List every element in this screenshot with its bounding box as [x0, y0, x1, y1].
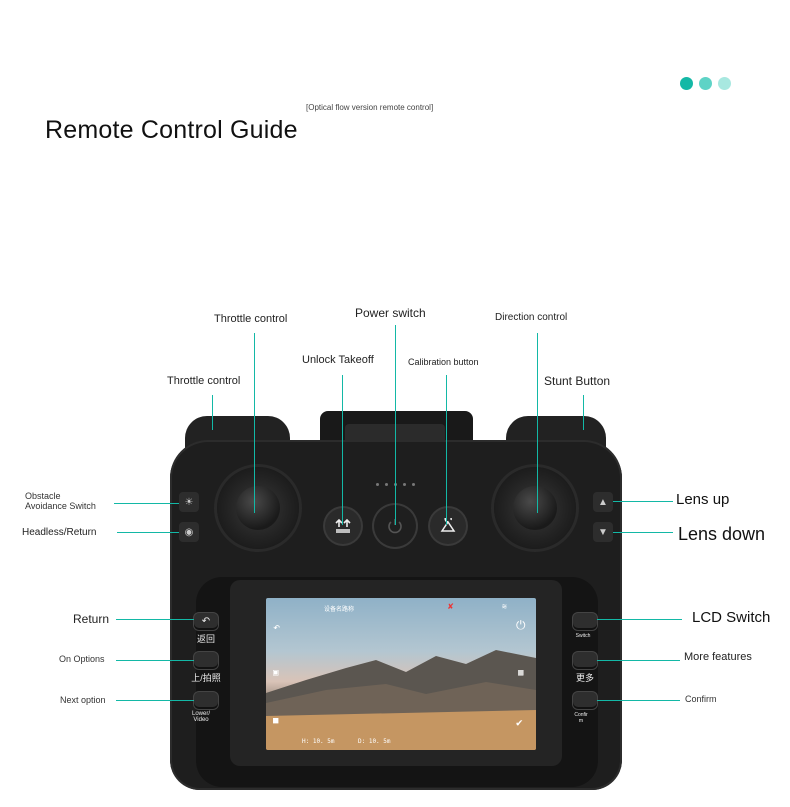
- indicator-dot-3: [718, 77, 731, 90]
- lens-up-button[interactable]: ▲: [593, 492, 613, 512]
- lcd-switch-button[interactable]: [573, 613, 597, 630]
- more-features-button-caption: 更多: [575, 673, 594, 683]
- screen-device-name: 设备名路称: [324, 606, 355, 613]
- on-options-button-caption: 上/拍照: [191, 673, 221, 683]
- indicator-dot-2: [699, 77, 712, 90]
- next-option-button-caption: Lower/ Video: [191, 711, 210, 723]
- return-button-caption: 返回: [196, 634, 215, 644]
- label-lens-up: Lens up: [676, 491, 730, 508]
- screen-check-icon[interactable]: ✔: [516, 716, 523, 729]
- confirm-button[interactable]: [573, 692, 597, 709]
- callout-line-confirm: [597, 700, 680, 701]
- screen-signal-icon: ✘: [448, 602, 454, 612]
- label-return: Return: [73, 612, 110, 626]
- left-joystick[interactable]: [236, 486, 280, 530]
- unlock-takeoff-button[interactable]: [325, 508, 361, 544]
- label-calibration-button: Calibration button: [408, 357, 479, 367]
- confirm-button-caption: Confir m: [574, 712, 588, 724]
- screen-back-icon[interactable]: ↶: [273, 620, 281, 634]
- right-joystick[interactable]: [513, 486, 557, 530]
- status-led-row: [376, 483, 416, 487]
- lcd-screen: 设备名路称 H: 10. 5m D: 10. 5m ↶ ⏻ ▣ ■ ▦ ✔ ✘ …: [266, 598, 536, 750]
- label-on-options: On Options: [59, 654, 105, 664]
- screen-video-icon[interactable]: ■: [273, 716, 279, 726]
- calibration-icon: [440, 518, 456, 532]
- screen-grid-icon[interactable]: ▦: [518, 668, 524, 678]
- callout-line-obstacle: [114, 503, 179, 504]
- label-confirm: Confirm: [685, 694, 717, 704]
- callout-line-power: [395, 325, 396, 525]
- takeoff-icon: [335, 518, 351, 533]
- callout-line-throttle-left: [212, 395, 213, 430]
- return-button[interactable]: ↶: [194, 613, 218, 630]
- label-obstacle-line2: Avoidance Switch: [25, 501, 96, 511]
- screen-camera-icon[interactable]: ▣: [273, 668, 279, 678]
- label-stunt-button: Stunt Button: [544, 374, 611, 388]
- label-throttle-top: Throttle control: [214, 313, 288, 325]
- page-subtitle: [Optical flow version remote control]: [306, 103, 434, 112]
- more-features-button[interactable]: [573, 652, 597, 669]
- callout-line-lens-down: [613, 532, 673, 533]
- screen-distance-readout: D: 10. 5m: [358, 738, 391, 745]
- page-title: Remote Control Guide: [45, 116, 298, 144]
- label-power-switch: Power switch: [355, 306, 426, 320]
- screen-power-icon[interactable]: ⏻: [516, 618, 526, 632]
- label-next-option: Next option: [60, 695, 106, 705]
- label-direction-control: Direction control: [495, 312, 568, 323]
- label-headless-return: Headless/Return: [22, 527, 97, 538]
- screen-height-readout: H: 10. 5m: [302, 738, 335, 745]
- callout-line-stunt: [583, 395, 584, 430]
- callout-line-more-features: [597, 660, 680, 661]
- calibration-button[interactable]: [430, 508, 466, 544]
- obstacle-avoidance-switch[interactable]: ☀: [179, 492, 199, 512]
- headless-return-button[interactable]: ◉: [179, 522, 199, 542]
- callout-line-unlock: [342, 375, 343, 525]
- callout-line-lcd-switch: [597, 619, 682, 620]
- callout-line-lens-up: [613, 501, 673, 502]
- mountain-landscape-image: [266, 650, 536, 750]
- label-lcd-switch: LCD Switch: [692, 609, 771, 626]
- label-obstacle-line1: Obstacle: [25, 491, 61, 501]
- callout-line-direction: [537, 333, 538, 513]
- label-more-features: More features: [684, 651, 752, 663]
- lens-down-button[interactable]: ▼: [593, 522, 613, 542]
- callout-line-return: [116, 619, 194, 620]
- label-throttle-left: Throttle control: [167, 375, 241, 387]
- next-option-button[interactable]: [194, 692, 218, 709]
- callout-line-headless: [117, 532, 179, 533]
- screen-wifi-icon: ≋: [502, 602, 507, 611]
- indicator-dot-1: [680, 77, 693, 90]
- callout-line-on-options: [116, 660, 194, 661]
- lcd-switch-button-caption: Switch: [575, 633, 591, 639]
- on-options-button[interactable]: [194, 652, 218, 669]
- label-unlock-takeoff: Unlock Takeoff: [302, 354, 374, 366]
- callout-line-throttle-top: [254, 333, 255, 513]
- callout-line-calibration: [446, 375, 447, 525]
- label-lens-down: Lens down: [678, 524, 766, 544]
- callout-line-next-option: [116, 700, 194, 701]
